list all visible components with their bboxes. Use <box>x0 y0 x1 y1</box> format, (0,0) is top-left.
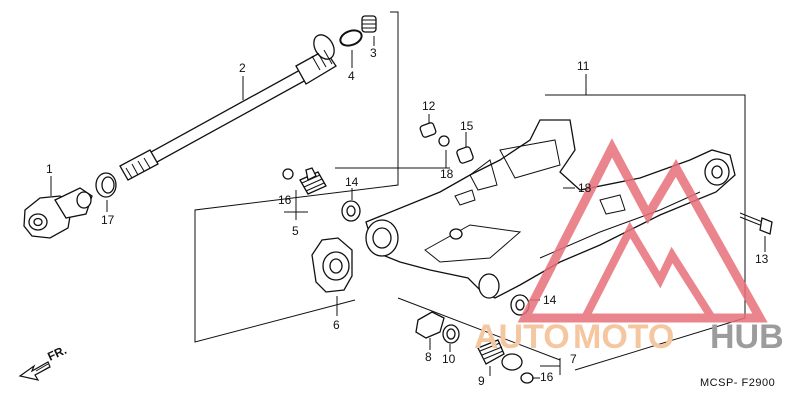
callout-labels: 1 2 3 4 5 6 7 8 9 10 11 12 13 14 14 15 1… <box>46 46 769 388</box>
front-label: FR. <box>45 343 68 364</box>
callout-16-left: 16 <box>278 193 292 207</box>
spring-part <box>361 15 377 33</box>
bearing-upper-part <box>341 200 361 222</box>
watermark-text: AUTO MOTO HUB <box>474 318 784 356</box>
callout-15: 15 <box>460 119 474 133</box>
circlip-part <box>339 29 363 47</box>
callout-1: 1 <box>46 162 53 176</box>
pivot-bolt-right-part <box>415 311 534 384</box>
callout-14-lower: 14 <box>543 293 557 307</box>
callout-16-right: 16 <box>540 370 554 384</box>
callout-12: 12 <box>422 99 436 113</box>
callout-7: 7 <box>570 352 577 366</box>
watermark-logo <box>517 138 768 323</box>
universal-joint-part <box>23 187 93 239</box>
watermark-moto: MOTO <box>573 318 674 356</box>
diagram-code: MCSP- F2900 <box>700 377 775 389</box>
swingarm-part <box>365 119 736 299</box>
callout-6: 6 <box>333 318 340 332</box>
callout-13: 13 <box>755 252 769 266</box>
bolt-part <box>739 212 773 235</box>
watermark-hub: HUB <box>710 318 784 356</box>
callout-17: 17 <box>101 213 115 227</box>
watermark-auto: AUTO <box>474 318 570 356</box>
callout-11: 11 <box>577 59 590 73</box>
callout-18-right: 18 <box>578 181 592 195</box>
callout-4: 4 <box>348 69 355 83</box>
drive-shaft-part <box>119 34 337 181</box>
arrow-icon <box>18 361 51 381</box>
oil-seal-part <box>95 172 117 198</box>
callout-2: 2 <box>239 61 246 75</box>
dust-cover-part <box>311 237 353 293</box>
pivot-bolt-left-part <box>282 167 327 195</box>
callout-9: 9 <box>478 374 485 388</box>
callout-18-upper: 18 <box>440 167 454 181</box>
callout-10: 10 <box>442 352 456 366</box>
callout-14-upper: 14 <box>345 175 359 189</box>
callout-3: 3 <box>370 46 377 60</box>
callout-5: 5 <box>292 224 299 238</box>
callout-8: 8 <box>425 350 432 364</box>
front-direction-indicator: FR. <box>18 343 69 381</box>
